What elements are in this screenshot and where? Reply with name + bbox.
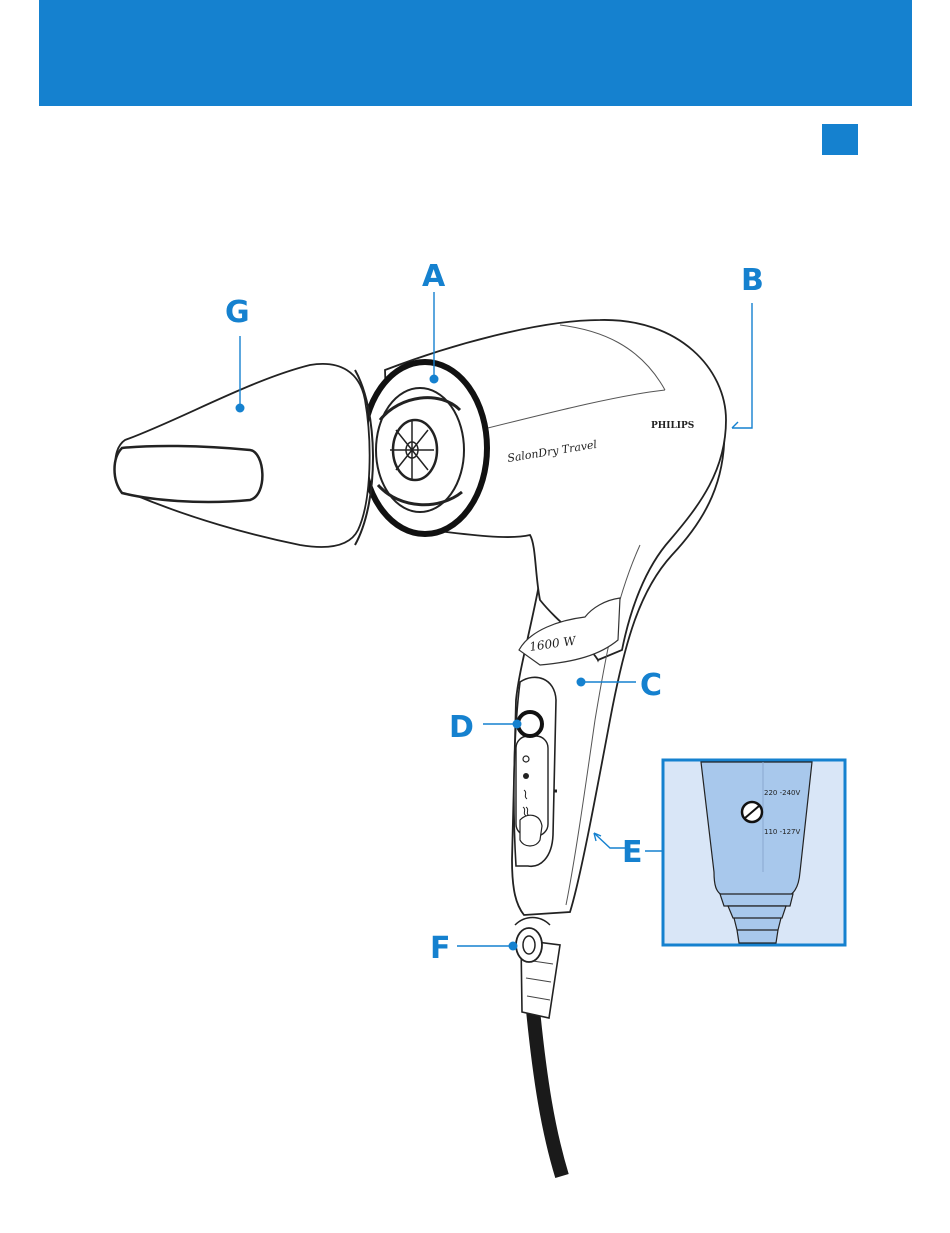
voltage-selector-inset: 220 -240V 110 -127V (663, 760, 845, 945)
cool-shot-button (518, 712, 542, 736)
brand-logo: PHILIPS (651, 421, 694, 431)
switch-slider (520, 815, 542, 846)
setting-1-marker (523, 773, 529, 779)
voltage-label-high: 220 -240V (764, 789, 800, 797)
power-cord (533, 1010, 562, 1176)
callout-d: D (449, 710, 474, 745)
callout-c: C (640, 668, 662, 703)
callout-a: A (422, 259, 446, 294)
callout-f: F (430, 931, 451, 966)
callout-b: B (741, 263, 764, 298)
callout-e: E (622, 835, 643, 870)
voltage-label-low: 110 -127V (764, 828, 800, 836)
callout-g: G (225, 295, 250, 330)
